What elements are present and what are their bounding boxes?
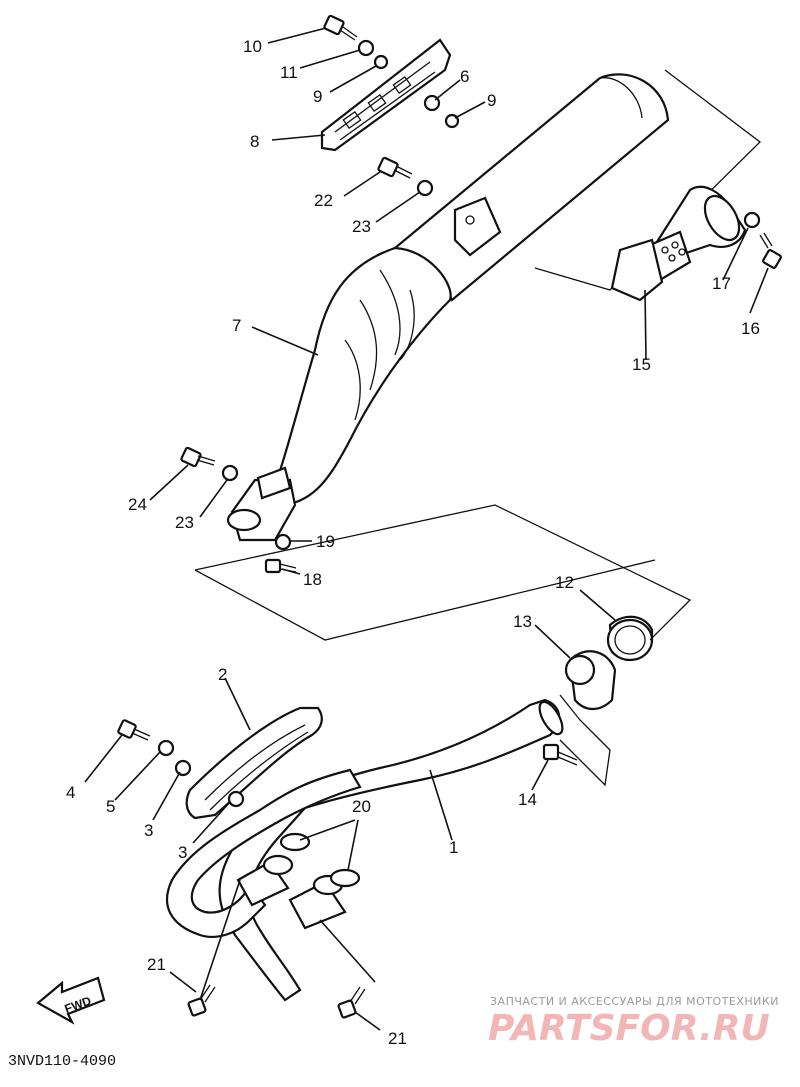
- bolt-18[interactable]: [264, 558, 297, 574]
- muffler-protector[interactable]: [320, 38, 452, 152]
- pipe-protector[interactable]: [185, 706, 323, 820]
- label-10: 10: [243, 37, 262, 56]
- watermark-tagline: ЗАПЧАСТИ И АКСЕССУАРЫ ДЛЯ МОТОТЕХНИКИ: [490, 995, 779, 1008]
- watermark: ЗАПЧАСТИ И АКСЕССУАРЫ ДЛЯ МОТОТЕХНИКИ PA…: [488, 995, 779, 1049]
- leader-lines: [84, 27, 769, 1031]
- label-23a: 23: [352, 217, 371, 236]
- fwd-arrow-icon: FWD: [36, 976, 106, 1025]
- label-21a: 21: [147, 955, 166, 974]
- label-7: 7: [232, 316, 241, 335]
- pipe-connection-outline: [194, 504, 692, 787]
- washer-23a[interactable]: [416, 179, 434, 197]
- nut-9a[interactable]: [373, 54, 389, 70]
- watermark-brand: PARTSFOR.RU: [488, 1008, 770, 1049]
- spark-arrester[interactable]: [610, 185, 747, 302]
- diagram-code: 3NVD110-4090: [8, 1053, 116, 1070]
- collar-3b[interactable]: [227, 790, 245, 808]
- label-1: 1: [449, 838, 458, 857]
- bolt-21a[interactable]: [187, 984, 216, 1017]
- label-6: 6: [460, 67, 469, 86]
- front-connection-outline: [194, 559, 656, 641]
- joint-12[interactable]: [606, 615, 654, 662]
- label-24: 24: [128, 495, 147, 514]
- label-17: 17: [712, 274, 731, 293]
- label-2: 2: [218, 665, 227, 684]
- label-20: 20: [352, 797, 371, 816]
- label-9a: 9: [313, 87, 322, 106]
- joint-clamp-13[interactable]: [564, 650, 617, 711]
- label-13: 13: [513, 612, 532, 631]
- label-16: 16: [741, 319, 760, 338]
- exhaust-pipe[interactable]: [165, 698, 567, 1002]
- callout-labels: 10 11 9 6 9 8 22 23 7 17 16 15 24 23 19 …: [66, 37, 760, 1048]
- label-14: 14: [518, 790, 537, 809]
- bolt-4[interactable]: [117, 719, 151, 741]
- bolt-16[interactable]: [759, 232, 782, 269]
- washer-23b[interactable]: [221, 464, 239, 482]
- bolt-24[interactable]: [180, 446, 216, 468]
- label-3a: 3: [144, 821, 153, 840]
- bolt-10[interactable]: [323, 14, 358, 41]
- label-22: 22: [314, 191, 333, 210]
- washer-17[interactable]: [743, 211, 761, 229]
- label-8: 8: [250, 132, 259, 151]
- bolt-22[interactable]: [377, 156, 413, 179]
- label-12: 12: [555, 573, 574, 592]
- label-4: 4: [66, 783, 75, 802]
- collar-3a[interactable]: [174, 759, 192, 777]
- label-3b: 3: [178, 843, 187, 862]
- label-21b: 21: [388, 1029, 407, 1048]
- gasket-20b[interactable]: [329, 868, 361, 888]
- label-23b: 23: [175, 513, 194, 532]
- label-18: 18: [303, 570, 322, 589]
- washer-5[interactable]: [157, 739, 175, 757]
- label-19: 19: [316, 532, 335, 551]
- bolt-21b[interactable]: [337, 986, 366, 1019]
- label-9b: 9: [487, 91, 496, 110]
- label-11: 11: [280, 63, 298, 82]
- muffler[interactable]: [226, 73, 670, 542]
- label-15: 15: [632, 355, 651, 374]
- label-5: 5: [106, 797, 115, 816]
- gasket-20a[interactable]: [279, 832, 311, 852]
- bolt-14[interactable]: [542, 743, 578, 766]
- washer-11[interactable]: [357, 39, 375, 57]
- washer-19[interactable]: [274, 533, 292, 551]
